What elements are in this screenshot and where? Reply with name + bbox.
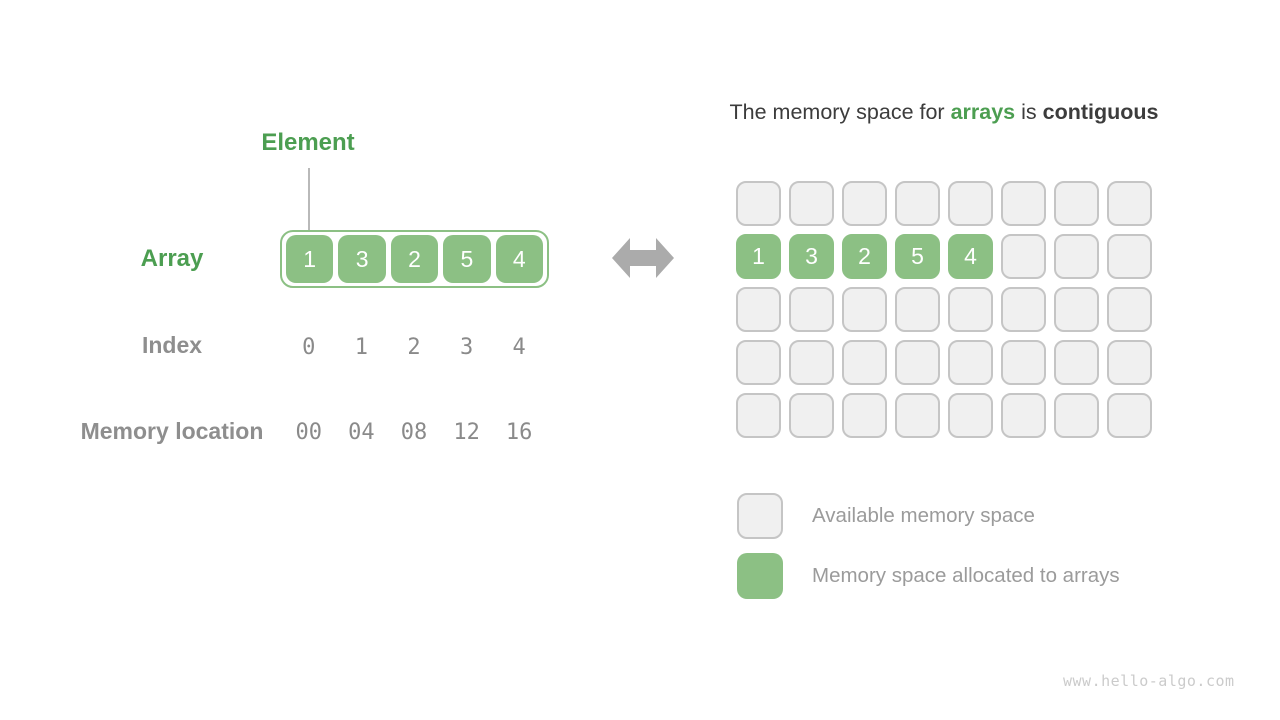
memory-cell (1001, 340, 1046, 385)
memory-cell-allocated: 1 (736, 234, 781, 279)
memory-location-row: 00 04 08 12 16 (285, 420, 543, 445)
element-pointer-line (308, 168, 310, 231)
memory-cell (842, 340, 887, 385)
title-prefix: The memory space for (729, 100, 951, 124)
index-value: 0 (302, 335, 316, 360)
memory-cell (789, 181, 834, 226)
memory-cell (895, 287, 940, 332)
memory-cell (1054, 340, 1099, 385)
legend-swatch-allocated (737, 553, 783, 599)
memory-location-value: 12 (453, 420, 480, 445)
memory-cell-allocated: 3 (789, 234, 834, 279)
array-label: Array (140, 245, 204, 272)
array-cell: 3 (338, 235, 386, 283)
memory-cell (842, 393, 887, 438)
memory-location-label: Memory location (80, 418, 264, 444)
memory-cell-allocated: 5 (895, 234, 940, 279)
memory-cell (1001, 287, 1046, 332)
memory-cell (1054, 234, 1099, 279)
index-value: 3 (459, 335, 474, 360)
memory-cell (736, 340, 781, 385)
memory-cell (789, 287, 834, 332)
array-cell: 2 (390, 235, 439, 283)
title-highlight-arrays: arrays (950, 100, 1016, 124)
memory-cell (736, 287, 781, 332)
memory-cell (1107, 234, 1152, 279)
index-row: 0 1 2 3 4 (285, 335, 543, 360)
diagram-title: The memory space for arrays is contiguou… (640, 100, 1248, 125)
memory-cell-allocated: 4 (948, 234, 993, 279)
title-middle: is (1015, 100, 1043, 124)
memory-cell (948, 287, 993, 332)
title-bold-contiguous: contiguous (1042, 100, 1159, 124)
memory-cell-allocated: 2 (842, 234, 887, 279)
memory-location-value: 08 (400, 420, 428, 445)
memory-cell (948, 181, 993, 226)
memory-cell (789, 393, 834, 438)
memory-cell (895, 393, 940, 438)
legend-label-allocated: Memory space allocated to arrays (812, 564, 1120, 587)
memory-cell (1107, 340, 1152, 385)
memory-cell (1054, 287, 1099, 332)
memory-location-value: 00 (295, 420, 323, 445)
memory-cell (789, 340, 834, 385)
memory-cell (948, 340, 993, 385)
memory-cell (736, 181, 781, 226)
array-cell: 5 (443, 235, 491, 283)
memory-cell (1107, 181, 1152, 226)
memory-cell (736, 393, 781, 438)
memory-location-value: 16 (505, 420, 533, 445)
array-cell: 4 (495, 235, 544, 283)
element-label: Element (261, 129, 355, 156)
memory-location-value: 04 (348, 420, 375, 445)
memory-cell (1001, 393, 1046, 438)
memory-cell (1054, 181, 1099, 226)
array-container: 1 3 2 5 4 (280, 230, 549, 288)
memory-cell (1107, 393, 1152, 438)
legend-label-available: Available memory space (812, 504, 1035, 527)
index-label: Index (141, 332, 203, 358)
array-cell: 1 (286, 235, 334, 283)
index-value: 2 (407, 335, 421, 360)
watermark-url: www.hello-algo.com (1063, 672, 1235, 690)
memory-cell (895, 181, 940, 226)
memory-cell (1001, 181, 1046, 226)
legend-swatch-available (737, 493, 783, 539)
index-value: 1 (354, 335, 369, 360)
memory-cell (1001, 234, 1046, 279)
memory-cell (842, 181, 887, 226)
memory-cell (1054, 393, 1099, 438)
left-right-arrow-icon (612, 238, 674, 278)
memory-cell (1107, 287, 1152, 332)
index-value: 4 (512, 335, 526, 360)
memory-cell (895, 340, 940, 385)
memory-cell (842, 287, 887, 332)
memory-cell (948, 393, 993, 438)
